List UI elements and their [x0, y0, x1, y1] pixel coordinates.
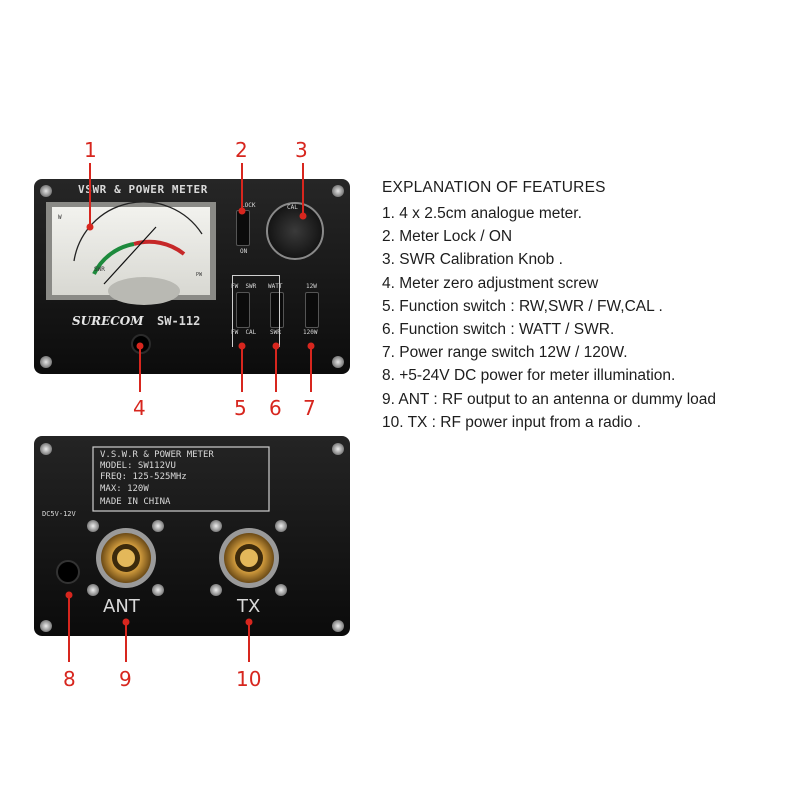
model-label: SW-112 [157, 314, 201, 328]
back-label-line-5: MADE IN CHINA [100, 497, 171, 507]
back-label-line-4: MAX: 120W [100, 484, 149, 494]
watt-label: WATT [268, 283, 283, 290]
callout-9: 9 [119, 667, 132, 691]
ant-label: ANT [103, 596, 140, 617]
feature-item: 10. TX : RF power input from a radio . [382, 413, 642, 431]
swr-label: SWR [270, 329, 281, 336]
features-title: EXPLANATION OF FEATURES [382, 179, 606, 196]
on-label: ON [240, 248, 248, 255]
swr-calibration-knob[interactable] [266, 202, 324, 260]
tx-label: TX [237, 596, 261, 617]
cal-label: CAL [287, 204, 298, 211]
back-panel-image [34, 436, 350, 636]
back-label-line-2: MODEL: SW112VU [100, 461, 176, 471]
feature-item: 4. Meter zero adjustment screw [382, 274, 599, 292]
w12-label: 12W [306, 283, 317, 290]
front-panel-title: VSWR & POWER METER [78, 183, 209, 196]
callout-6: 6 [269, 396, 282, 420]
feature-item: 7. Power range switch 12W / 120W. [382, 344, 628, 362]
fw-cal-label: FW CAL [231, 329, 257, 336]
feature-item: 2. Meter Lock / ON [382, 228, 513, 246]
feature-item: 9. ANT : RF output to an antenna or dumm… [382, 390, 717, 408]
meter-pwr-label: PW [196, 272, 203, 278]
function-switch-watt-swr[interactable] [270, 292, 284, 328]
callout-8: 8 [63, 667, 76, 691]
feature-item: 3. SWR Calibration Knob . [382, 251, 563, 269]
callout-5: 5 [234, 396, 247, 420]
callout-10: 10 [236, 667, 262, 691]
w120-label: 120W [303, 329, 318, 336]
power-range-switch[interactable] [305, 292, 319, 328]
callout-1: 1 [84, 138, 97, 162]
feature-item: 8. +5-24V DC power for meter illuminatio… [382, 367, 676, 385]
fw-swr-label: FW SWR [231, 283, 257, 290]
brand-logo: SURECOM [72, 314, 144, 328]
back-label-line-3: FREQ: 125-525MHz [100, 472, 187, 482]
meter-scale-label: W [58, 214, 62, 221]
function-switch-rw-swr[interactable] [236, 292, 250, 328]
feature-item: 6. Function switch : WATT / SWR. [382, 320, 615, 338]
switch-bracket [232, 275, 280, 347]
feature-item: 5. Function switch : RW,SWR / FW,CAL . [382, 297, 663, 315]
feature-item: 1. 4 x 2.5cm analogue meter. [382, 205, 582, 222]
callout-2: 2 [235, 138, 248, 162]
features-list: 1. 4 x 2.5cm analogue meter. 2. Meter Lo… [382, 202, 716, 434]
dc-input-label: DC5V-12V [42, 510, 76, 518]
lock-label: LOCK [241, 202, 256, 209]
screw-icon [40, 185, 52, 197]
callout-4: 4 [133, 396, 146, 420]
back-label-line-1: V.S.W.R & POWER METER [100, 450, 214, 460]
meter-swr-label: SWR [94, 266, 105, 273]
callout-3: 3 [295, 138, 308, 162]
callout-7: 7 [303, 396, 316, 420]
